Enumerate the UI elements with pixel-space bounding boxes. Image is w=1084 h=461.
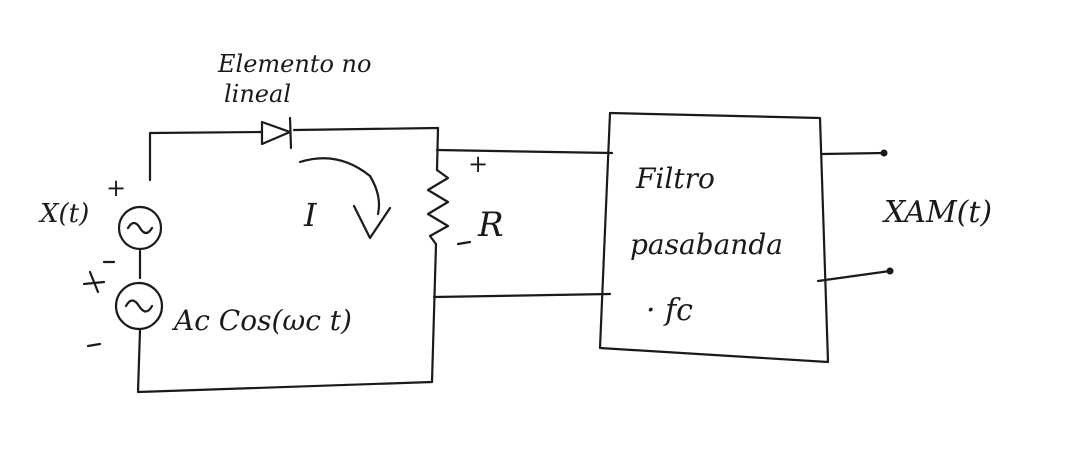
filter-label-1: Filtro [635,162,715,195]
output-wire-bottom [816,269,892,283]
wire-top-right [292,126,440,132]
nonlinear-element-label-2: lineal [224,80,291,108]
carrier-label: Ac Cos(ωc t) [171,304,352,337]
output-terminal-top [880,149,888,157]
filter-label-2: pasabanda [630,228,783,261]
ac-source-carrier-icon [114,281,164,331]
output-wire-top [820,151,886,156]
filter-center-frequency: · fc [646,293,693,328]
resistor-label: R [477,205,504,245]
current-label: I [303,196,318,234]
resistor-icon [426,168,450,246]
ac-source-x-icon [117,205,163,251]
circuit-wires [136,126,892,394]
diode-icon [260,116,293,150]
nonlinear-element-label: Elemento no [217,50,371,78]
plus-sign-x: + [106,174,126,202]
wire-to-filter-top [435,148,614,155]
current-arrow-icon [298,157,392,240]
wire-right-lower [430,242,438,384]
plus-sign-r: + [468,150,488,178]
bandpass-filter-block [598,111,830,364]
input-signal-label: X(t) [38,199,89,229]
output-terminal-bottom [886,267,894,275]
output-signal-label: XAM(t) [882,195,992,230]
wire-bottom [136,328,434,394]
polarity-marks [82,240,472,348]
wire-left-top [148,130,264,182]
wire-to-filter-bottom [432,292,612,299]
